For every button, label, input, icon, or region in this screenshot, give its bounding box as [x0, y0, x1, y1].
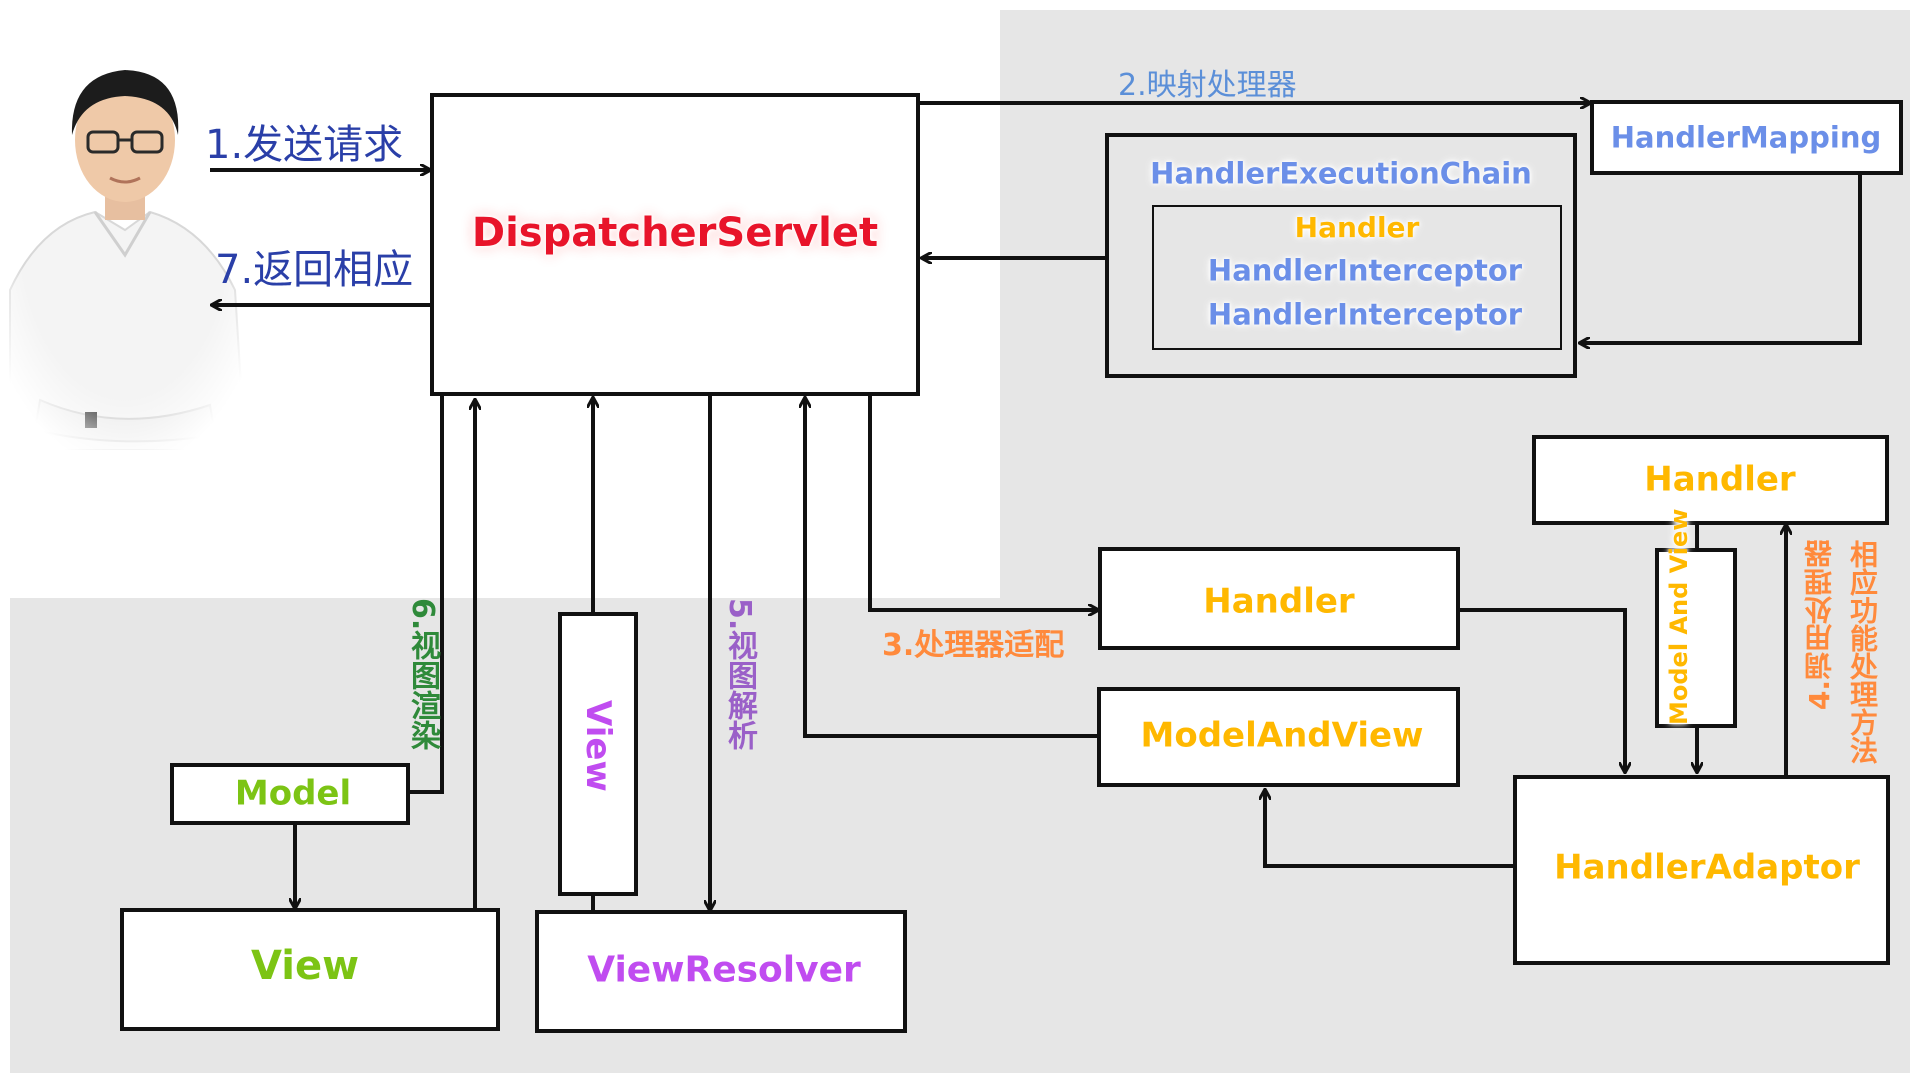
view-box — [120, 908, 500, 1031]
handler-mapping-label: HandlerMapping — [1610, 120, 1882, 155]
chain-handler-label: Handler — [1294, 210, 1420, 244]
handler-adaptor-label: HandlerAdaptor — [1554, 847, 1860, 888]
handler-top-label: Handler — [1644, 459, 1796, 500]
label-view-resolve: 5.视图解析 — [722, 598, 757, 751]
chain-interceptor-label-2: HandlerInterceptor — [1207, 297, 1523, 332]
person-photo — [0, 40, 250, 450]
chain-interceptor-label-1: HandlerInterceptor — [1207, 253, 1523, 288]
handler-chain-inner-box — [1152, 205, 1562, 350]
handler-adaptor-box — [1513, 775, 1890, 965]
handler-execution-chain-label: HandlerExecutionChain — [1150, 156, 1532, 191]
label-handler-adapt: 3.处理器适配 — [882, 628, 1065, 663]
label-send-request: 1.发送请求 — [205, 122, 404, 168]
view-vertical-label: View — [578, 700, 618, 792]
handler-mid-box — [1098, 547, 1460, 650]
model-box — [170, 763, 410, 825]
handler-top-box — [1532, 435, 1889, 525]
label-map-handler: 2.映射处理器 — [1118, 68, 1297, 103]
label-view-render: 6.视图渲染 — [405, 598, 440, 751]
model-and-view-box — [1097, 687, 1460, 787]
label-return-response: 7.返回相应 — [215, 247, 414, 293]
label-call-method: 相应功能处理方法 — [1846, 540, 1879, 764]
handler-mid-label: Handler — [1203, 581, 1355, 622]
model-label: Model — [234, 773, 352, 814]
handler-execution-chain-box — [1105, 133, 1577, 378]
dispatcher-servlet-box — [430, 93, 920, 396]
model-and-view-vertical-label: Model And View — [1665, 508, 1693, 725]
handler-mapping-box — [1590, 100, 1903, 175]
view-resolver-box — [535, 910, 907, 1033]
model-and-view-label: ModelAndView — [1140, 715, 1424, 756]
view-vertical-box — [558, 612, 638, 896]
dispatcher-servlet-label: DispatcherServlet — [471, 210, 879, 256]
label-call-handler: 4.调用处理器 — [1803, 540, 1836, 711]
view-label: View — [250, 943, 360, 989]
model-and-view-vertical-box — [1655, 548, 1737, 728]
view-resolver-label: ViewResolver — [587, 949, 861, 991]
